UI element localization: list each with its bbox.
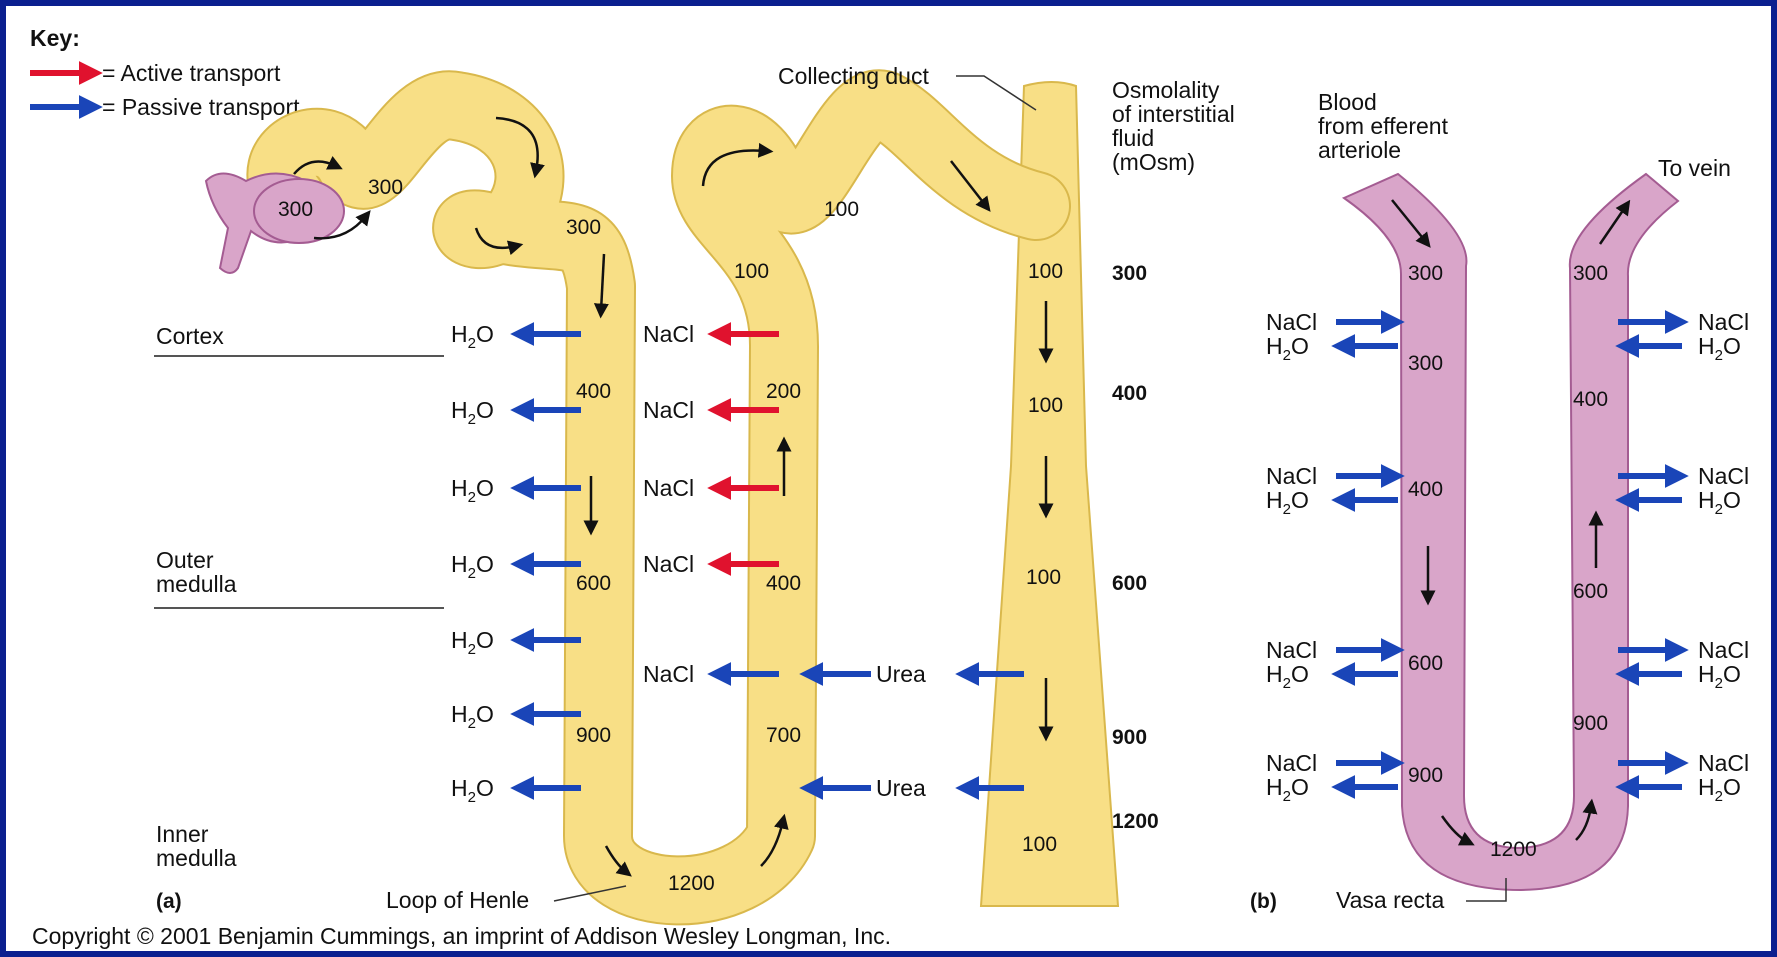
kidney-countercurrent-diagram: Key: = Active transport = Passive transp… [6,6,1771,951]
osmolality-header-2: of interstitial [1112,101,1235,127]
value-collecting-1: 100 [1028,260,1063,283]
vr-desc-4: 600 [1408,652,1443,675]
value-collecting-3: 100 [1026,566,1061,589]
vasa-recta-right-exchange: NaClH2ONaClH2ONaClH2ONaClH2O [1618,309,1749,805]
interstitial-900: 900 [1112,726,1147,749]
h2o-label: H2O [1266,333,1309,364]
nacl-label: NaCl [1266,637,1317,663]
collecting-duct-label: Collecting duct [778,63,929,89]
h2o-label: H2O [451,627,494,658]
h2o-label: H2O [1698,487,1741,518]
nacl-label: NaCl [643,551,694,577]
value-collecting-4: 100 [1022,833,1057,856]
inner-medulla-label-1: Inner [156,821,209,847]
key-passive-label: = Passive transport [102,94,300,120]
h2o-label: H2O [1698,774,1741,805]
nacl-label: NaCl [1266,750,1317,776]
nacl-label: NaCl [1698,463,1749,489]
value-proximal-2: 300 [566,216,601,239]
h2o-label: H2O [1266,774,1309,805]
nacl-label: NaCl [1698,309,1749,335]
vr-desc-3: 400 [1408,478,1443,501]
nacl-label: NaCl [643,321,694,347]
value-descending-3: 900 [576,724,611,747]
nacl-label: NaCl [1698,637,1749,663]
value-distal-1: 100 [734,260,769,283]
vasa-recta-label: Vasa recta [1336,887,1444,913]
value-descending-2: 600 [576,572,611,595]
blood-header-3: arteriole [1318,137,1401,163]
h2o-label: H2O [1266,661,1309,692]
blood-header-2: from efferent [1318,113,1449,139]
vr-asc-1: 300 [1573,262,1608,285]
interstitial-1200: 1200 [1112,810,1159,833]
nacl-label: NaCl [1266,309,1317,335]
h2o-label: H2O [451,321,494,352]
h2o-label: H2O [451,397,494,428]
h2o-label: H2O [451,701,494,732]
h2o-outflow-group: H2O H2O H2O H2O H2O H2O H2O [451,321,581,806]
value-ascending-3: 700 [766,724,801,747]
urea-label: Urea [876,661,926,687]
to-vein-label: To vein [1658,155,1731,181]
value-ascending-1: 200 [766,380,801,403]
osmolality-header-4: (mOsm) [1112,149,1195,175]
value-loop-bottom: 1200 [668,872,715,895]
h2o-label: H2O [451,475,494,506]
vr-asc-2: 400 [1573,388,1608,411]
osmolality-header-3: fluid [1112,125,1154,151]
h2o-label: H2O [451,551,494,582]
cortex-label: Cortex [156,323,224,349]
blood-header-1: Blood [1318,89,1377,115]
h2o-label: H2O [1266,487,1309,518]
vasa-recta-left-exchange: NaClH2ONaClH2ONaClH2ONaClH2O [1266,309,1398,805]
nacl-label: NaCl [1698,750,1749,776]
value-glomerulus: 300 [278,198,313,221]
value-ascending-2: 400 [766,572,801,595]
panel-a-label: (a) [156,890,182,913]
interstitial-300: 300 [1112,262,1147,285]
loop-of-henle-label: Loop of Henle [386,887,529,913]
copyright-text: Copyright © 2001 Benjamin Cummings, an i… [32,923,891,949]
nacl-label: NaCl [643,661,694,687]
nacl-label: NaCl [643,475,694,501]
value-proximal-1: 300 [368,176,403,199]
h2o-label: H2O [451,775,494,806]
interstitial-400: 400 [1112,382,1147,405]
interstitial-600: 600 [1112,572,1147,595]
nacl-label: NaCl [1266,463,1317,489]
key-title: Key: [30,25,80,51]
nacl-label: NaCl [643,397,694,423]
diagram-panel: Key: = Active transport = Passive transp… [6,6,1771,951]
key-active-label: = Active transport [102,60,281,86]
panel-b-label: (b) [1250,890,1277,913]
osmolality-header-1: Osmolality [1112,77,1220,103]
h2o-label: H2O [1698,661,1741,692]
urea-label: Urea [876,775,926,801]
vr-desc-5: 900 [1408,764,1443,787]
inner-medulla-label-2: medulla [156,845,237,871]
vr-desc-1: 300 [1408,262,1443,285]
vr-bottom: 1200 [1490,838,1537,861]
value-collecting-2: 100 [1028,394,1063,417]
vr-asc-4: 900 [1573,712,1608,735]
value-distal-2: 100 [824,198,859,221]
value-descending-1: 400 [576,380,611,403]
outer-medulla-label-2: medulla [156,571,237,597]
h2o-label: H2O [1698,333,1741,364]
vasa-recta-shape [1344,174,1678,890]
vr-desc-2: 300 [1408,352,1443,375]
vr-asc-3: 600 [1573,580,1608,603]
outer-medulla-label-1: Outer [156,547,214,573]
